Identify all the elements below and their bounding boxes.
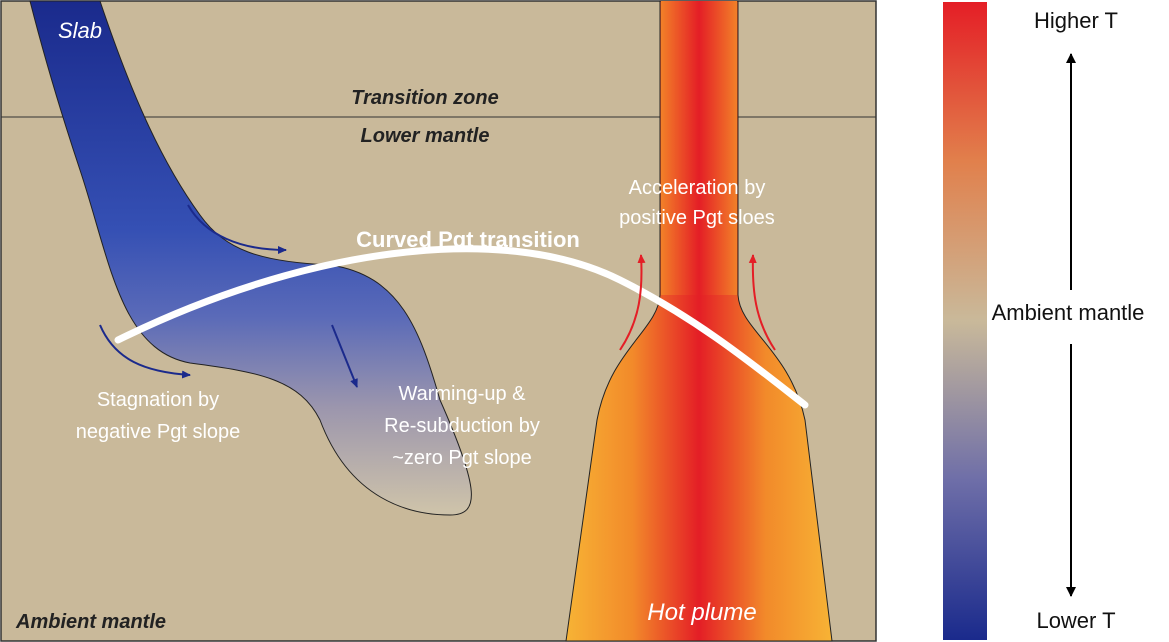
lower-mantle-label: Lower mantle bbox=[361, 125, 490, 147]
transition-zone-label: Transition zone bbox=[351, 87, 498, 109]
legend-higher-t: Higher T bbox=[1034, 8, 1118, 33]
acceleration-label-line1: Acceleration by bbox=[629, 177, 766, 199]
plume-flow-arrow-left bbox=[619, 254, 646, 351]
temperature-color-bar bbox=[943, 2, 987, 640]
slab-flow-arrow-upper bbox=[187, 204, 287, 254]
slab-flow-arrow-descending bbox=[331, 324, 358, 388]
stagnation-label-line1: Stagnation by bbox=[97, 389, 219, 411]
stagnation-label-line2: negative Pgt slope bbox=[76, 421, 241, 443]
plume-flow-arrow-right bbox=[748, 254, 776, 351]
acceleration-label-line2: positive Pgt sloes bbox=[619, 207, 775, 229]
slab-body bbox=[29, 0, 472, 516]
warming-label-line3: ~zero Pgt slope bbox=[392, 447, 532, 469]
slab-label: Slab bbox=[58, 18, 102, 43]
slab-flow-arrow-lower bbox=[99, 324, 191, 379]
warming-label-line1: Warming-up & bbox=[398, 383, 526, 405]
hot-plume-conduit bbox=[661, 1, 737, 295]
curved-pgt-transition-label: Curved Pgt transition bbox=[356, 227, 580, 252]
legend-ambient-mantle: Ambient mantle bbox=[992, 300, 1145, 325]
hot-plume-label: Hot plume bbox=[647, 599, 756, 626]
hot-plume-body bbox=[565, 0, 833, 642]
curved-pgt-transition-line bbox=[114, 245, 809, 409]
legend-lower-t: Lower T bbox=[1036, 608, 1115, 633]
ambient-mantle-label: Ambient mantle bbox=[15, 611, 166, 633]
warming-label-line2: Re-subduction by bbox=[384, 415, 540, 437]
